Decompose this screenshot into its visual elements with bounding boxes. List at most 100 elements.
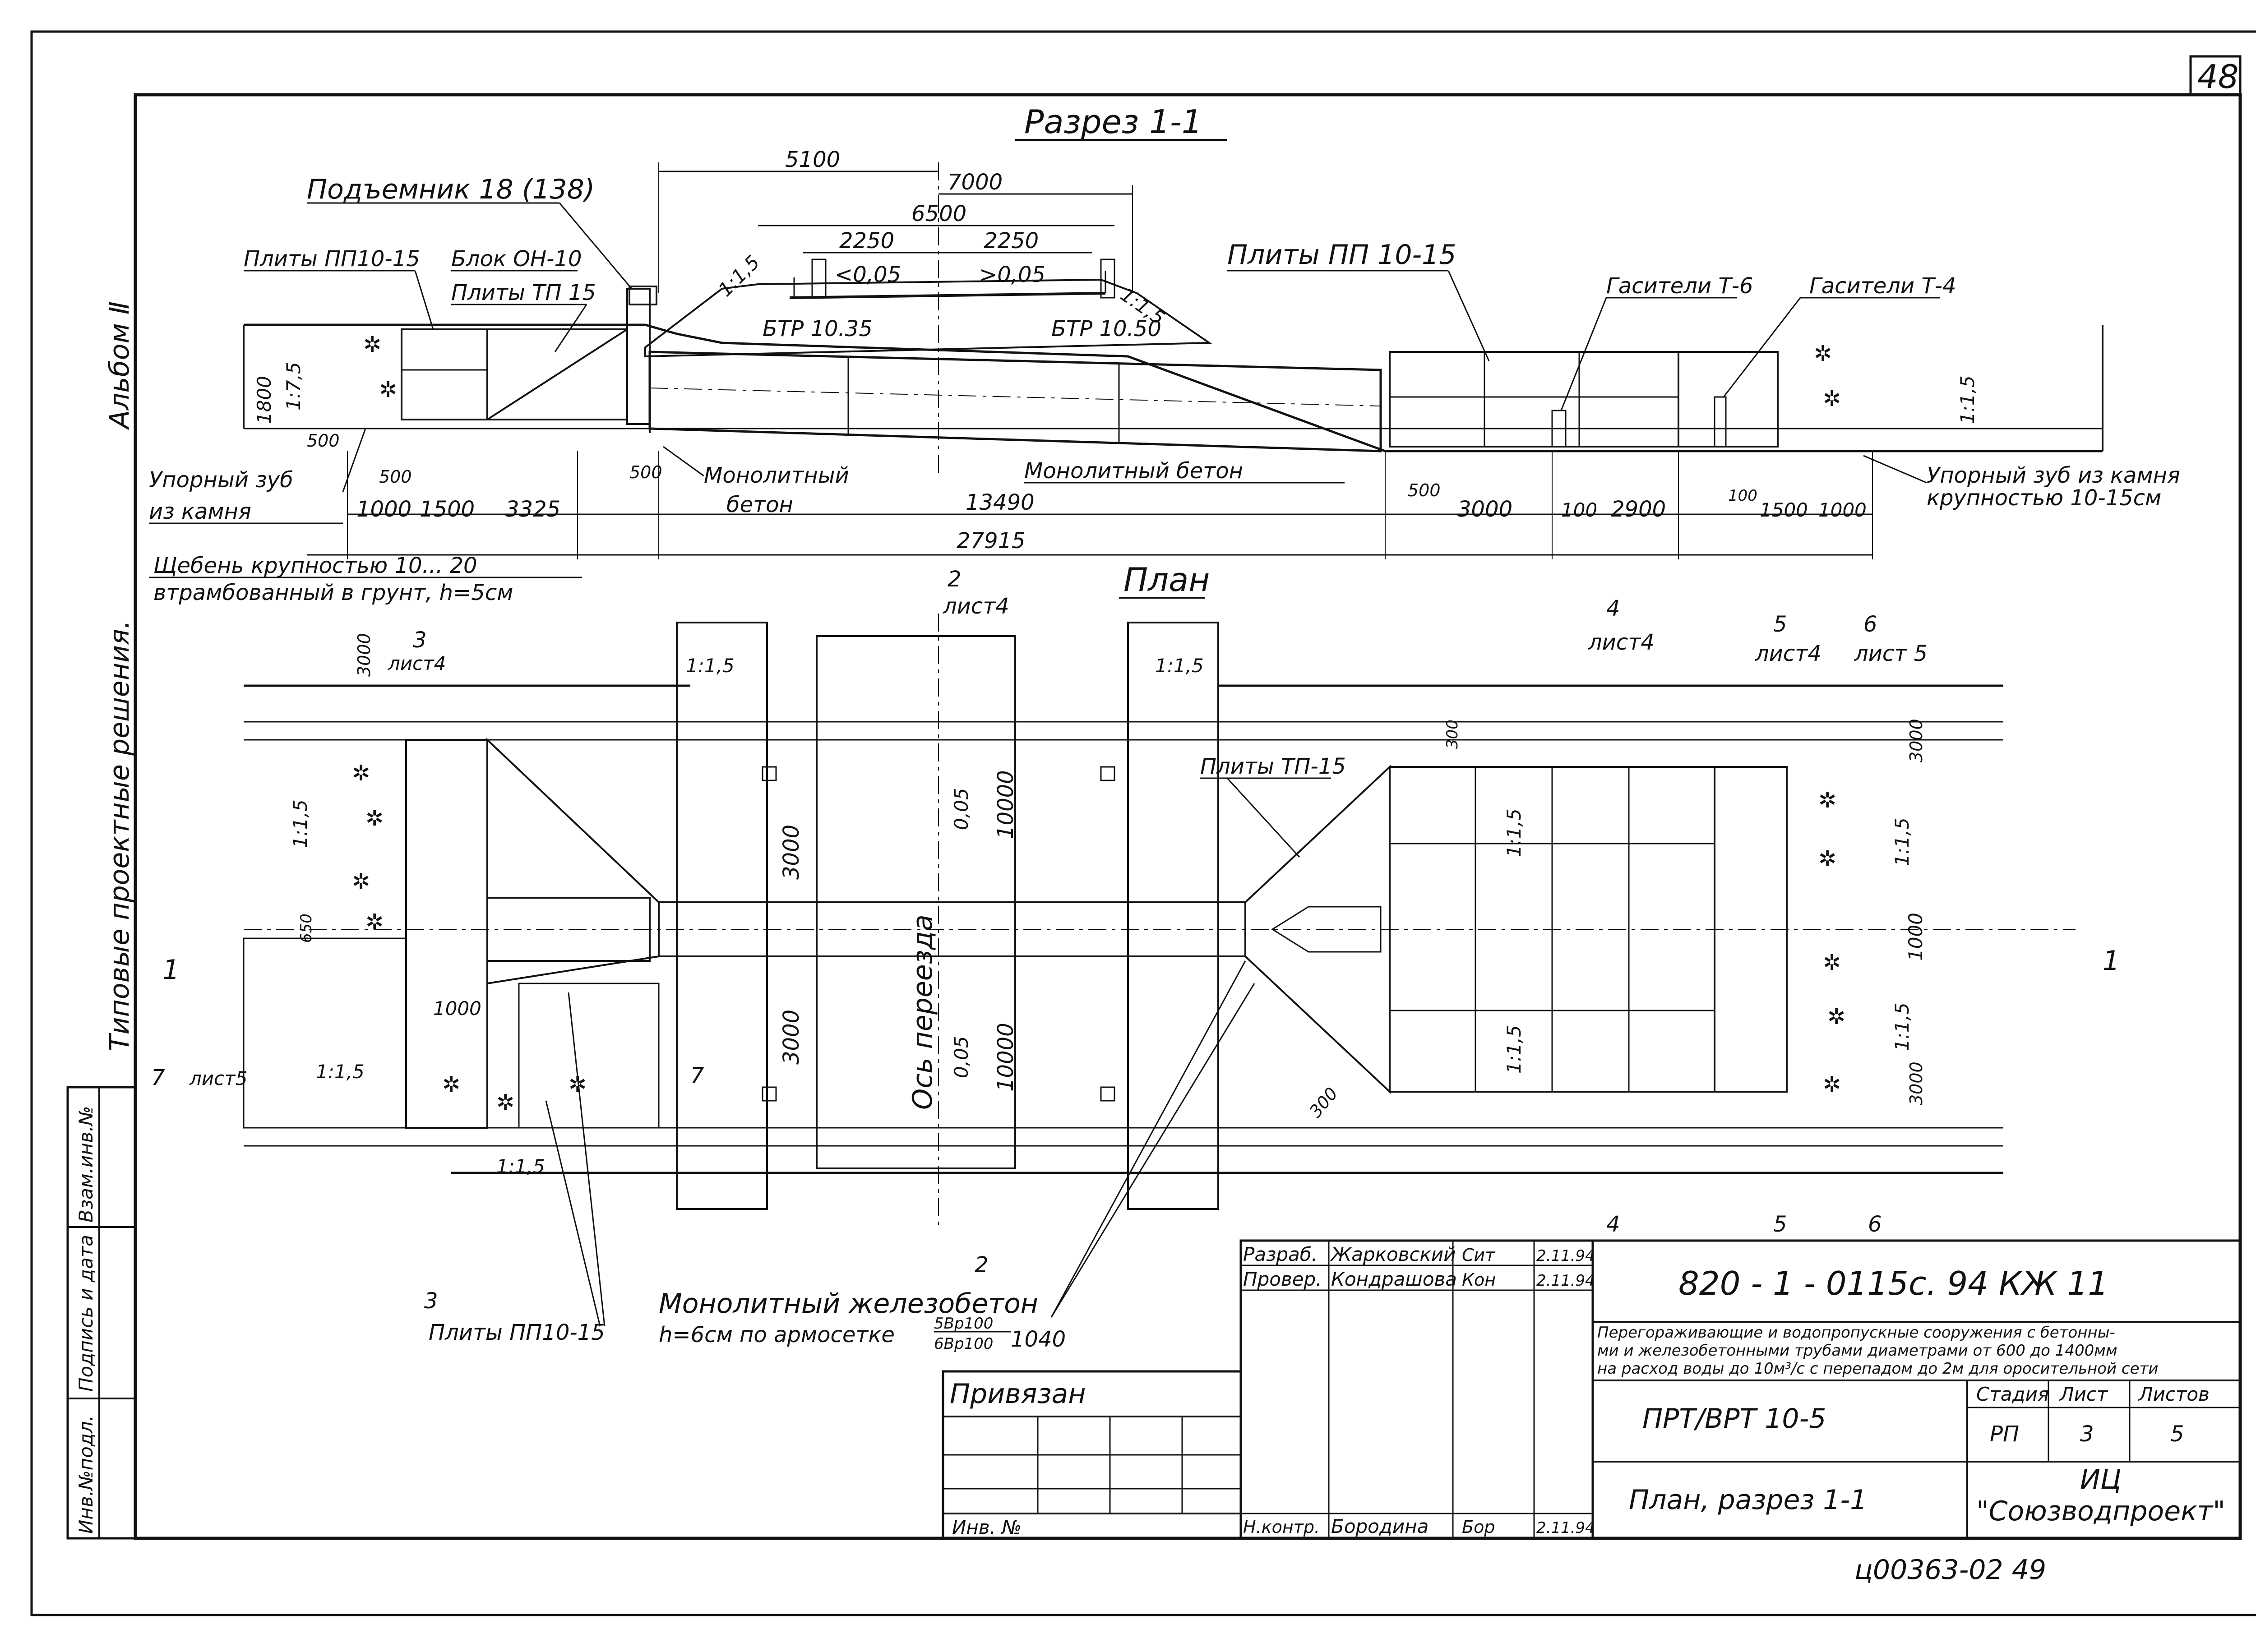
plan-dim-3000e: 3000 bbox=[1906, 1061, 1926, 1105]
org-line-1: ИЦ bbox=[2080, 1464, 2121, 1495]
sign-dev: Сит bbox=[1462, 1245, 1496, 1265]
name-norm: Бородина bbox=[1331, 1515, 1428, 1537]
plan-view: План bbox=[151, 561, 2120, 1353]
gravel-1: Щебень крупностью 10... 20 bbox=[153, 553, 477, 578]
plan-slope-g: 1:1,5 bbox=[1503, 1025, 1525, 1074]
cut-4-sheet: лист4 bbox=[1588, 630, 1655, 655]
tooth-left-1: Упорный зуб bbox=[149, 467, 293, 493]
dim-5100: 5100 bbox=[785, 147, 840, 172]
desc-line-3: на расход воды до 10м³/с с перепадом до … bbox=[1597, 1360, 2158, 1378]
svg-text:✲: ✲ bbox=[352, 869, 370, 894]
cut-7-sheet: лист5 bbox=[189, 1067, 247, 1089]
attached-label: Привязан bbox=[950, 1378, 1086, 1410]
cut-5-num: 5 bbox=[1773, 612, 1787, 637]
plan-slope-c: 1:1,5 bbox=[289, 799, 311, 848]
cut-7-num: 7 bbox=[151, 1065, 165, 1090]
tooth-left-2: из камня bbox=[149, 499, 251, 524]
name-check: Кондрашова bbox=[1331, 1268, 1457, 1290]
tooth-right-2: крупностью 10-15см bbox=[1927, 485, 2161, 511]
dim-1500b: 1500 bbox=[1760, 499, 1808, 521]
plan-dim-10000b: 10000 bbox=[993, 1023, 1018, 1092]
monolith-1-label: Монолитный железобетон bbox=[659, 1288, 1038, 1320]
plan-dim-1000r: 1000 bbox=[1905, 913, 1927, 961]
plan-slope-top: 0,05 bbox=[950, 788, 972, 830]
drawing-title: План, разрез 1-1 bbox=[1629, 1484, 1867, 1516]
pipe-section bbox=[648, 351, 1382, 452]
drawing-code: 820 - 1 - 0115с. 94 КЖ 11 bbox=[1678, 1264, 2108, 1302]
stamp-replace-inv: Взам.инв.№ bbox=[75, 1106, 97, 1223]
cut-2b-num: 2 bbox=[975, 1252, 989, 1278]
product-code: ПРТ/ВРТ 10-5 bbox=[1642, 1403, 1826, 1435]
dim-100b: 100 bbox=[1728, 487, 1757, 505]
sheet-label: Лист bbox=[2059, 1383, 2108, 1405]
plan-dim-10000a: 10000 bbox=[993, 770, 1018, 839]
damper-t4-mark bbox=[1714, 396, 1727, 448]
dim-6500: 6500 bbox=[911, 201, 966, 226]
btr-left-label: БТР 10.35 bbox=[763, 316, 873, 341]
svg-text:✲: ✲ bbox=[496, 1090, 514, 1115]
right-slope-band bbox=[1127, 622, 1219, 1210]
plan-dim-300a: 300 bbox=[1443, 720, 1461, 749]
svg-text:✲: ✲ bbox=[352, 761, 370, 786]
role-check: Провер. bbox=[1243, 1268, 1322, 1290]
sheets-label: Листов bbox=[2138, 1383, 2210, 1405]
svg-text:✲: ✲ bbox=[379, 377, 397, 402]
cut-3-sheet: лист4 bbox=[388, 652, 446, 674]
dim-3000: 3000 bbox=[1457, 497, 1512, 522]
dim-1500a: 1500 bbox=[420, 497, 475, 522]
left-inlet-slabs bbox=[405, 739, 488, 1129]
cut-6b: 6 bbox=[1868, 1212, 1882, 1237]
dim-3325: 3325 bbox=[505, 497, 560, 522]
plan-slope-e: 1:1,5 bbox=[496, 1155, 545, 1177]
cut-2-num: 2 bbox=[948, 567, 962, 592]
cut-2-sheet: лист4 bbox=[943, 594, 1009, 619]
left-slope-band bbox=[676, 622, 768, 1210]
stamp-signature-date: Подпись и дата bbox=[75, 1235, 97, 1392]
cut-6-num: 6 bbox=[1863, 612, 1877, 637]
cut-4-num: 4 bbox=[1606, 596, 1620, 621]
mesh-bottom: 6Вр100 bbox=[934, 1335, 993, 1353]
stamp-original-inv: Инв.№подл. bbox=[75, 1415, 97, 1534]
guard-post-right bbox=[1100, 258, 1115, 299]
btr-right-label: БТР 10.50 bbox=[1051, 316, 1161, 341]
dim-500d: 500 bbox=[1408, 480, 1441, 500]
role-norm: Н.контр. bbox=[1243, 1517, 1320, 1537]
sheets-value: 5 bbox=[2170, 1421, 2184, 1447]
role-dev: Разраб. bbox=[1243, 1243, 1318, 1265]
mesh-top: 5Вр100 bbox=[934, 1315, 993, 1333]
dim-2250a: 2250 bbox=[839, 228, 894, 254]
dim-7000: 7000 bbox=[948, 170, 1003, 195]
svg-text:✲: ✲ bbox=[442, 1072, 460, 1097]
monolith-2-label: h=6см по армосетке bbox=[659, 1322, 895, 1347]
road-surface bbox=[789, 292, 1106, 299]
section-1-1: Разрез 1-1 bbox=[149, 103, 2180, 605]
plan-slope-h: 1:1,5 bbox=[1891, 817, 1913, 866]
plates-pp-left-label: Плиты ПП10-15 bbox=[244, 246, 420, 272]
dim-500c: 500 bbox=[629, 462, 662, 482]
left-approval-stamp: Взам.инв.№ Подпись и дата Инв.№подл. bbox=[66, 1086, 137, 1540]
svg-text:✲: ✲ bbox=[1814, 341, 1832, 366]
plan-slope-bottom: 0,05 bbox=[950, 1036, 972, 1078]
dim-13490: 13490 bbox=[966, 490, 1035, 515]
slope-175: 1:7,5 bbox=[282, 362, 305, 411]
dim-1800: 1800 bbox=[253, 376, 275, 424]
dim-2900: 2900 bbox=[1611, 497, 1666, 522]
cut-5-sheet: лист4 bbox=[1755, 641, 1821, 666]
stage-value: РП bbox=[1990, 1421, 2019, 1447]
slope-side-right: 1:1,5 bbox=[1956, 375, 1979, 424]
cut-3b-num: 3 bbox=[424, 1288, 438, 1314]
plates-tp15-label: Плиты ТП 15 bbox=[451, 280, 596, 305]
plan-title: План bbox=[1123, 561, 1210, 599]
name-dev: Жарковский bbox=[1330, 1243, 1456, 1265]
inv-label: Инв. № bbox=[952, 1516, 1022, 1538]
dim-27915: 27915 bbox=[957, 528, 1026, 554]
left-slabs-pp bbox=[401, 328, 488, 420]
plan-dim-3000c: 3000 bbox=[354, 633, 374, 677]
svg-text:✲: ✲ bbox=[365, 806, 384, 831]
plan-dim-300b: 300 bbox=[1305, 1084, 1341, 1121]
dim-1000b: 1000 bbox=[1818, 499, 1867, 521]
tooth-right-1: Упорный зуб из камня bbox=[1927, 463, 2180, 488]
lift-mechanism bbox=[629, 286, 657, 305]
svg-text:✲: ✲ bbox=[1823, 950, 1841, 975]
plan-slope-f: 1:1,5 bbox=[1503, 808, 1525, 857]
